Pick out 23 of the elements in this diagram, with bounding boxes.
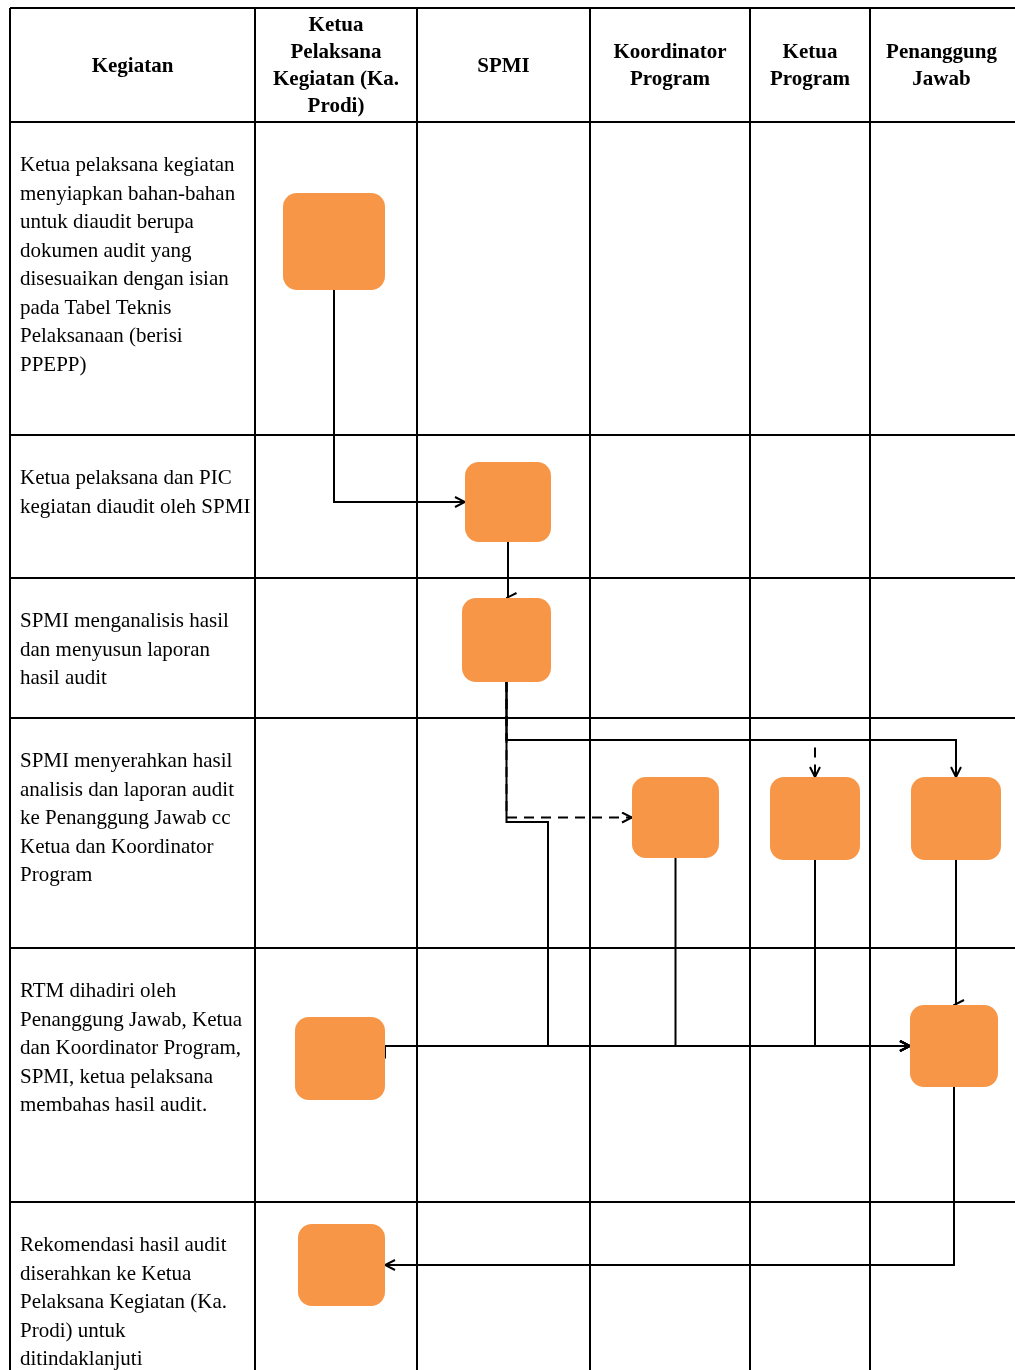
process-box	[283, 193, 385, 290]
process-box	[911, 777, 1001, 860]
column-header: Ketua Program	[768, 38, 852, 92]
process-box	[298, 1224, 385, 1306]
process-box	[295, 1017, 385, 1100]
process-box	[910, 1005, 998, 1087]
column-header: Kegiatan	[90, 51, 175, 79]
column-header: Koordinator Program	[612, 38, 728, 92]
arrow	[333, 289, 466, 508]
process-box	[462, 598, 551, 682]
activity-description: Rekomendasi hasil audit diserahkan ke Ketua Pelaksana Kegiatan (Ka. Prodi) untuk ditindaklanjuti	[20, 1231, 228, 1370]
column-header: Penanggung Jawab	[885, 38, 998, 92]
process-box	[632, 777, 719, 858]
column-header: SPMI	[476, 51, 531, 79]
process-box	[770, 777, 860, 860]
activity-description: Ketua pelaksana dan PIC kegiatan diaudit oleh SPMI	[20, 464, 251, 520]
process-box	[465, 462, 551, 542]
activity-description: SPMI menyerahkan hasil analisis dan laporan audit ke Penanggung Jawab cc Ketua dan Koordinator Program	[20, 747, 236, 888]
column-header: Ketua Pelaksana Kegiatan (Ka. Prodi)	[272, 11, 400, 119]
arrow	[384, 1086, 955, 1271]
activity-description: Ketua pelaksana kegiatan menyiapkan bahan-bahan untuk diaudit berupa dokumen audit yang disesuaikan dengan isian pada Tabel Teknis Pelaksanaan (berisi PPEPP)	[20, 151, 237, 378]
activity-description: RTM dihadiri oleh Penanggung Jawab, Ketua dan Koordinator Program, SPMI, ketua pelaksana membahas hasil audit.	[20, 977, 244, 1118]
activity-description: SPMI menganalisis hasil dan menyusun laporan hasil audit	[20, 607, 230, 691]
